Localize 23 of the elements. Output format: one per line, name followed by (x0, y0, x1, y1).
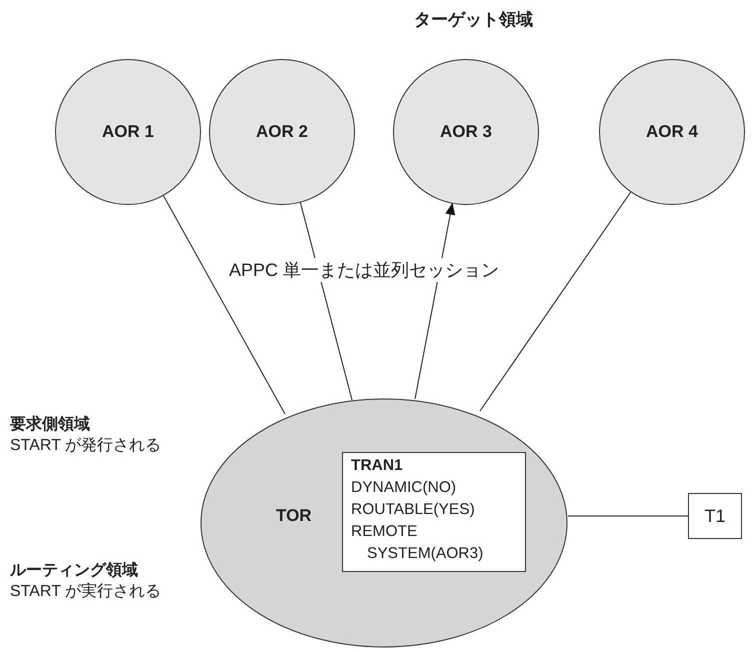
region-heading: ルーティング領域 (10, 560, 138, 581)
attribute-text: DYNAMIC(NO) (351, 478, 456, 498)
region-name: AOR 4 (646, 122, 698, 142)
region-name: TOR (276, 506, 312, 526)
attribute-text: SYSTEM(AOR3) (366, 544, 484, 564)
title: ターゲット領域 (414, 9, 533, 31)
connector-line (480, 192, 632, 412)
connector-line (300, 202, 352, 400)
attribute-text: ROUTABLE(YES) (351, 500, 475, 520)
region-name: AOR 2 (256, 122, 308, 142)
region-name: AOR 1 (102, 122, 154, 142)
arrow (414, 202, 456, 400)
attribute-text: REMOTE (351, 522, 418, 542)
connector-line (163, 195, 286, 414)
definition-box (342, 452, 526, 572)
terminal-box (688, 493, 742, 539)
terminal-name: T1 (704, 506, 726, 526)
region-ellipse (200, 398, 568, 648)
region-heading: 要求側領域 (10, 414, 90, 435)
region-name: AOR 3 (440, 122, 492, 142)
note-text: START が実行される (10, 582, 162, 602)
transaction-name: TRAN1 (351, 456, 403, 476)
note-text: START が発行される (10, 436, 162, 456)
